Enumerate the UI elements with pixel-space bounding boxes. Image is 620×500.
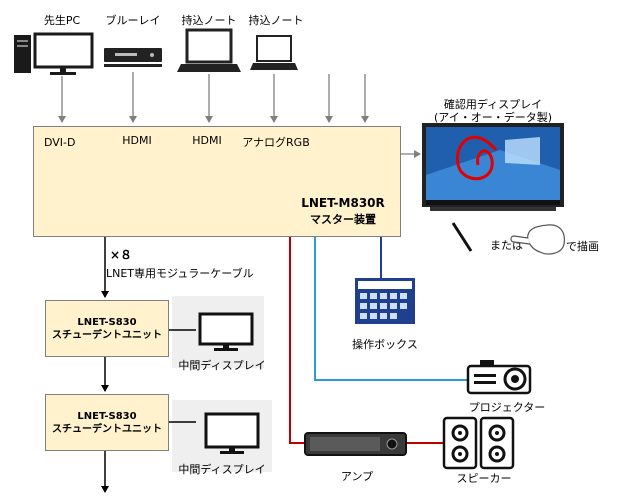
laptop-icon	[177, 28, 241, 72]
master-unit	[33, 126, 401, 237]
speaker-icon	[442, 416, 478, 470]
mid-display-icon	[204, 412, 260, 454]
master-name: マスター装置	[310, 213, 376, 226]
display-title-line1: 確認用ディスプレイ	[443, 98, 543, 111]
speaker-icon	[479, 416, 515, 470]
projector-icon	[466, 360, 532, 395]
draw-label: で描画	[566, 240, 599, 253]
pen-icon	[451, 222, 473, 252]
cable-multiplier: ×８	[110, 248, 133, 262]
amp-label: アンプ	[340, 470, 374, 483]
laptop-icon	[250, 35, 298, 70]
speaker-label: スピーカー	[456, 472, 512, 485]
desktop-pc-icon	[14, 32, 94, 75]
student-name-1: スチューデントユニット	[52, 329, 162, 341]
student-model-1: LNET-S830	[77, 316, 137, 328]
mid-display-label-1: 中間ディスプレイ	[178, 359, 266, 372]
amp-icon	[304, 432, 407, 456]
control-box-icon	[355, 278, 415, 324]
port-label-dvi: DVI-D	[44, 136, 76, 149]
bluray-player-icon	[104, 48, 162, 67]
source-label-laptop-2: 持込ノート	[248, 14, 304, 27]
student-unit-2: LNET-S830 スチューデントユニット	[45, 394, 169, 451]
student-name-2: スチューデントユニット	[52, 423, 162, 435]
control-box-label: 操作ボックス	[352, 338, 418, 351]
port-label-hdmi-2: HDMI	[192, 134, 222, 147]
source-label-pc: 先生PC	[43, 14, 81, 27]
source-label-laptop-1: 持込ノート	[181, 14, 237, 27]
port-label-analog-rgb: アナログRGB	[242, 136, 310, 149]
port-label-hdmi-1: HDMI	[122, 134, 152, 147]
mid-display-icon	[198, 312, 254, 351]
student-model-2: LNET-S830	[77, 410, 137, 422]
display-title-line2: (アイ・オー・データ製)	[433, 111, 553, 124]
mid-display-label-2: 中間ディスプレイ	[178, 463, 266, 476]
projector-label: プロジェクター	[468, 401, 546, 414]
hand-icon	[510, 224, 565, 255]
cable-label: LNET専用モジュラーケーブル	[106, 267, 254, 280]
master-model: LNET-M830R	[301, 196, 385, 210]
student-unit-1: LNET-S830 スチューデントユニット	[45, 300, 169, 357]
source-label-bluray: ブルーレイ	[105, 14, 161, 27]
confirmation-display-icon	[422, 123, 564, 211]
